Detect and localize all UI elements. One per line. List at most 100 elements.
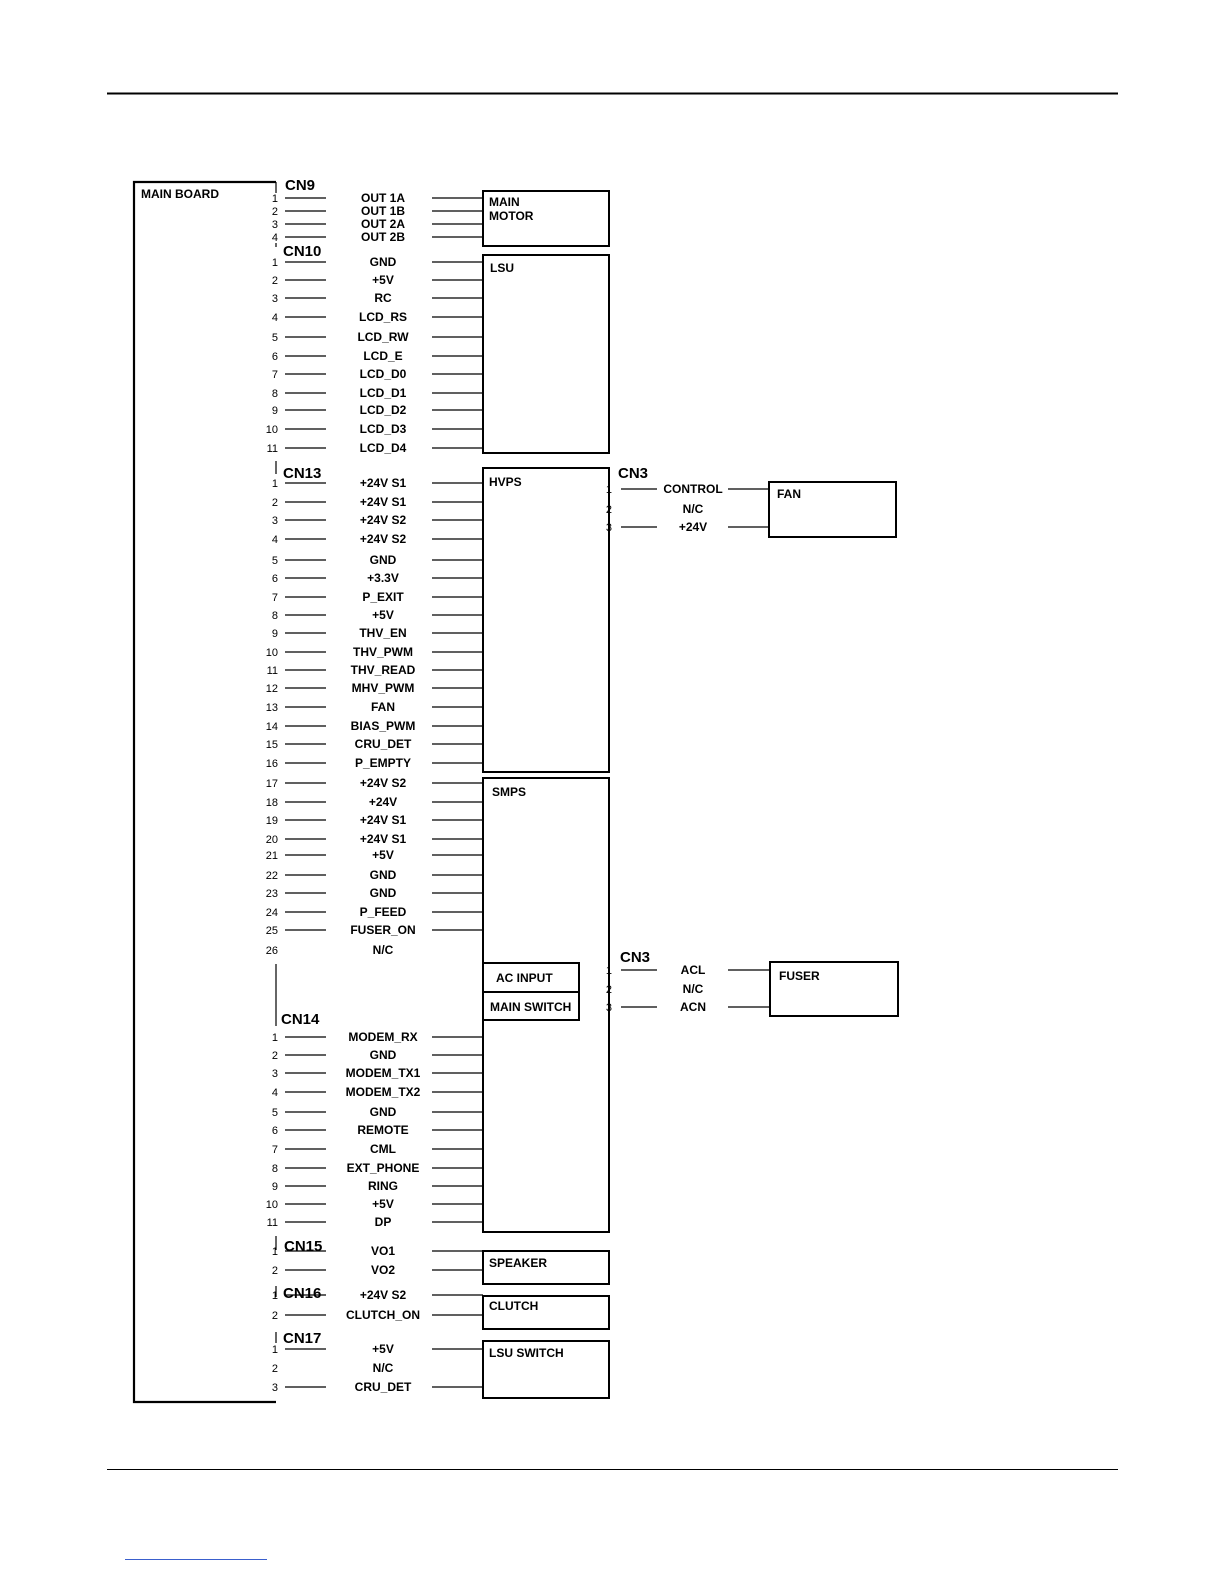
signal-label: REMOTE [357, 1123, 408, 1137]
pin-number: 19 [266, 815, 278, 827]
signal-label: OUT 2B [361, 230, 405, 244]
cn13-label: CN13 [283, 465, 321, 482]
signal-label: OUT 1B [361, 204, 405, 218]
signal-label: GND [370, 1048, 397, 1062]
signal-label: EXT_PHONE [347, 1161, 420, 1175]
signal-label: +24V [679, 520, 707, 534]
pin-number: 22 [266, 870, 278, 882]
pin-number: 3 [272, 293, 278, 305]
pin-number: 4 [272, 1087, 278, 1099]
pin-number: 7 [272, 369, 278, 381]
signal-label: GND [370, 255, 397, 269]
pin-number: 23 [266, 888, 278, 900]
pin-number: 6 [272, 573, 278, 585]
signal-label: +24V S1 [360, 495, 407, 509]
lsu-block [482, 254, 610, 454]
pin-number: 1 [272, 1032, 278, 1044]
lsu-label: LSU [490, 261, 514, 275]
signal-label: GND [370, 868, 397, 882]
signal-label: LCD_D1 [360, 386, 407, 400]
pin-number: 8 [272, 388, 278, 400]
cn17-label: CN17 [283, 1330, 321, 1347]
pin-number: 20 [266, 834, 278, 846]
main-motor-block [482, 190, 610, 247]
pin-number: 1 [606, 484, 612, 496]
pin-number: 2 [272, 1310, 278, 1322]
signal-label: +24V S1 [360, 813, 407, 827]
pin-number: 25 [266, 925, 278, 937]
fan-label: FAN [777, 487, 801, 501]
pin-number: 12 [266, 683, 278, 695]
signal-label: P_EXIT [362, 590, 404, 604]
pin-number: 6 [272, 1125, 278, 1137]
fuser-block [769, 961, 899, 1017]
pin-number: 24 [266, 907, 278, 919]
signal-label: VO2 [371, 1263, 395, 1277]
pin-number: 2 [272, 497, 278, 509]
signal-label: MODEM_TX1 [346, 1066, 421, 1080]
signal-label: LCD_D0 [360, 367, 407, 381]
signal-label: P_FEED [360, 905, 407, 919]
signal-label: +3.3V [367, 571, 399, 585]
signal-label: CRU_DET [355, 737, 412, 751]
signal-label: +24V S2 [360, 513, 407, 527]
signal-label: N/C [683, 982, 704, 996]
pin-number: 3 [606, 1002, 612, 1014]
clutch-label: CLUTCH [489, 1299, 538, 1313]
cn9-label: CN9 [285, 177, 315, 194]
signal-label: THV_EN [359, 626, 406, 640]
signal-label: +5V [372, 273, 394, 287]
signal-label: +5V [372, 1197, 394, 1211]
pin-number: 9 [272, 1181, 278, 1193]
pin-number: 13 [266, 702, 278, 714]
pin-number: 3 [272, 515, 278, 527]
cn16-label: CN16 [283, 1285, 321, 1302]
signal-label: FUSER_ON [350, 923, 415, 937]
signal-label: +24V S1 [360, 832, 407, 846]
signal-label: LCD_D2 [360, 403, 407, 417]
signal-label: ACL [681, 963, 706, 977]
signal-label: N/C [373, 1361, 394, 1375]
pin-number: 1 [272, 1290, 278, 1302]
pin-number: 3 [272, 219, 278, 231]
main-switch-label: MAIN SWITCH [490, 1000, 571, 1014]
ac-input-label: AC INPUT [496, 971, 553, 985]
fuser-label: FUSER [779, 969, 820, 983]
pin-number: 1 [272, 478, 278, 490]
pin-number: 2 [272, 206, 278, 218]
pin-number: 11 [267, 443, 278, 455]
signal-label: RC [374, 291, 392, 305]
hvps-label: HVPS [489, 475, 522, 489]
main-motor-label-line2: MOTOR [489, 209, 534, 223]
fan-block [768, 481, 897, 538]
main-switch-block [482, 991, 580, 1021]
pin-number: 2 [606, 504, 612, 516]
cn10-label: CN10 [283, 243, 321, 260]
lsu-switch-label: LSU SWITCH [489, 1346, 564, 1360]
pin-number: 1 [272, 257, 278, 269]
signal-label: LCD_D3 [360, 422, 407, 436]
pin-number: 21 [266, 850, 278, 862]
pin-number: 18 [266, 797, 278, 809]
signal-label: OUT 1A [361, 191, 405, 205]
pin-number: 1 [272, 193, 278, 205]
signal-label: CML [370, 1142, 396, 1156]
pin-number: 26 [266, 945, 278, 957]
pin-number: 2 [272, 275, 278, 287]
signal-label: LCD_RW [357, 330, 409, 344]
cn3-fan-label: CN3 [618, 465, 648, 482]
signal-label: +24V [369, 795, 397, 809]
signal-label: CLUTCH_ON [346, 1308, 420, 1322]
pin-number: 9 [272, 628, 278, 640]
signal-label: CONTROL [663, 482, 722, 496]
ac-input-block [482, 962, 580, 993]
signal-label: MODEM_RX [348, 1030, 417, 1044]
hvps-block [482, 467, 610, 773]
signal-label: +5V [372, 848, 394, 862]
signal-label: LCD_RS [359, 310, 407, 324]
pin-number: 1 [606, 965, 612, 977]
signal-label: P_EMPTY [355, 756, 411, 770]
pin-number: 4 [272, 312, 278, 324]
signal-label: +5V [372, 1342, 394, 1356]
